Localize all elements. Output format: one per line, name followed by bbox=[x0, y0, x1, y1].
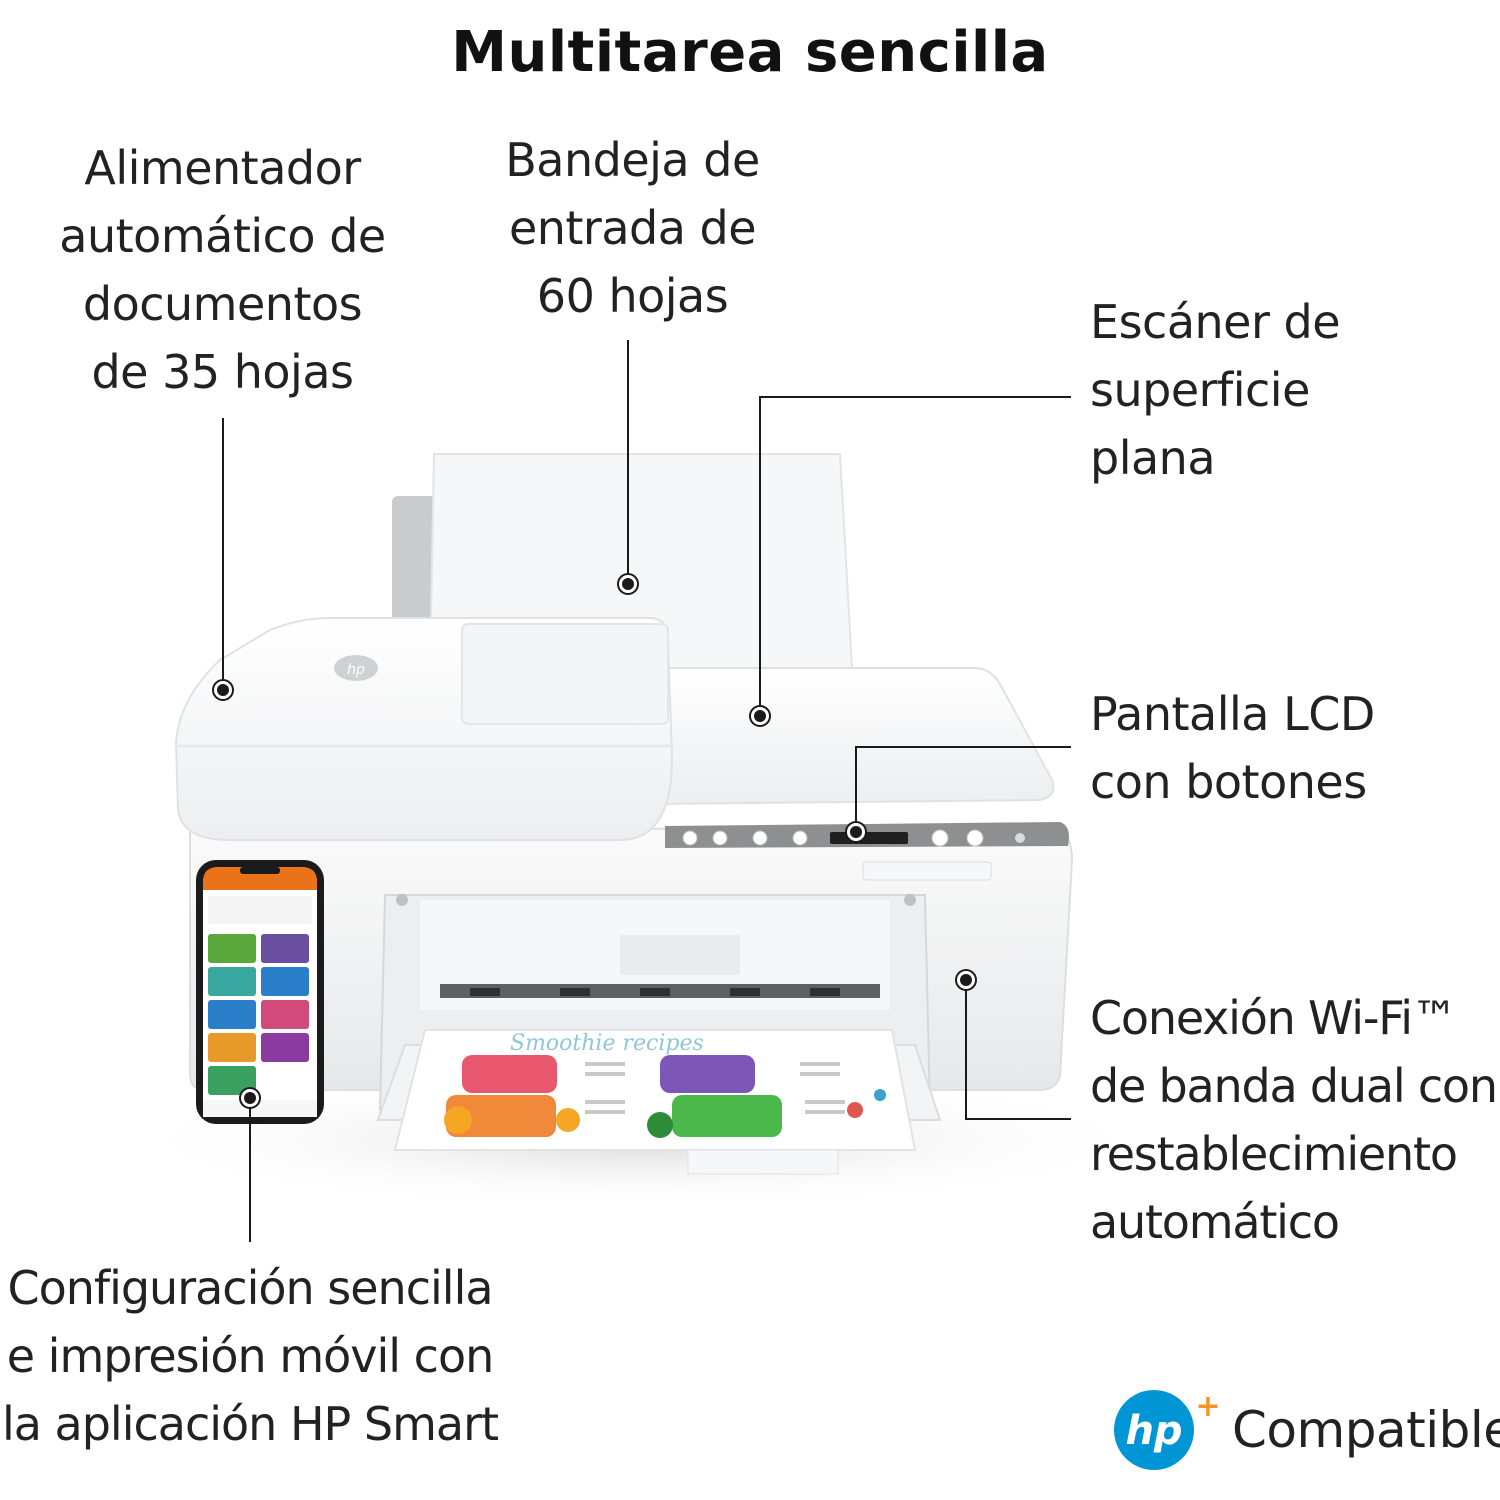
phone-app-tile bbox=[208, 934, 256, 963]
callout-hp-smart-app: Configuración sencilla e impresión móvil… bbox=[1, 1261, 499, 1451]
hp-logo-icon: hp + bbox=[1114, 1389, 1221, 1470]
phone-app-tile bbox=[261, 1033, 309, 1062]
dot-lcd bbox=[847, 823, 865, 841]
smartphone bbox=[196, 860, 324, 1124]
scanner-lid bbox=[659, 667, 1055, 806]
adf-input-slot bbox=[461, 623, 669, 725]
leader-tray bbox=[627, 340, 629, 584]
lcd-screen bbox=[830, 832, 908, 844]
leader-app bbox=[249, 1098, 251, 1242]
hp-plus-compatible-badge: hp + Compatible bbox=[1112, 1388, 1500, 1472]
leader-wifi-v bbox=[965, 980, 967, 1120]
svg-text:hp: hp bbox=[347, 662, 365, 678]
printer-logo-icon bbox=[334, 655, 378, 681]
leader-wifi-h bbox=[965, 1118, 1071, 1120]
rear-paper-guide bbox=[392, 496, 440, 626]
phone-app-tile bbox=[208, 1033, 256, 1062]
compatible-label: Compatible bbox=[1232, 1401, 1500, 1459]
svg-text:hp: hp bbox=[1125, 1408, 1182, 1454]
callout-input-tray: Bandeja de entrada de 60 hojas bbox=[505, 133, 760, 323]
callout-lcd-display: Pantalla LCD con botones bbox=[1090, 687, 1375, 809]
dot-wifi bbox=[957, 971, 975, 989]
callout-flatbed-scanner: Escáner de superficie plana bbox=[1090, 295, 1341, 485]
leader-lcd-h bbox=[855, 746, 1071, 748]
printout-artwork: Smoothie recipes bbox=[444, 1031, 886, 1138]
phone-app-tile bbox=[261, 1000, 309, 1029]
svg-text:+: + bbox=[1195, 1389, 1220, 1424]
phone-app-tile bbox=[261, 934, 309, 963]
dot-scanner bbox=[751, 707, 769, 725]
phone-app-tile bbox=[261, 967, 309, 996]
dot-app bbox=[241, 1089, 259, 1107]
dot-adf bbox=[214, 681, 232, 699]
phone-app-tile bbox=[208, 1000, 256, 1029]
leader-scanner-h bbox=[759, 396, 1071, 398]
svg-text:Smoothie recipes: Smoothie recipes bbox=[510, 1031, 704, 1056]
phone-app-tile bbox=[208, 1066, 256, 1095]
phone-app-tile bbox=[208, 967, 256, 996]
leader-scanner-v bbox=[759, 396, 761, 716]
page-title: Multitarea sencilla bbox=[451, 20, 1049, 85]
dot-tray bbox=[619, 575, 637, 593]
leader-lcd-v bbox=[855, 746, 857, 832]
callout-adf: Alimentador automático de documentos de … bbox=[59, 141, 386, 399]
leader-adf bbox=[222, 418, 224, 690]
callout-wifi: Conexión Wi-Fi™ de banda dual con restab… bbox=[1090, 991, 1498, 1249]
